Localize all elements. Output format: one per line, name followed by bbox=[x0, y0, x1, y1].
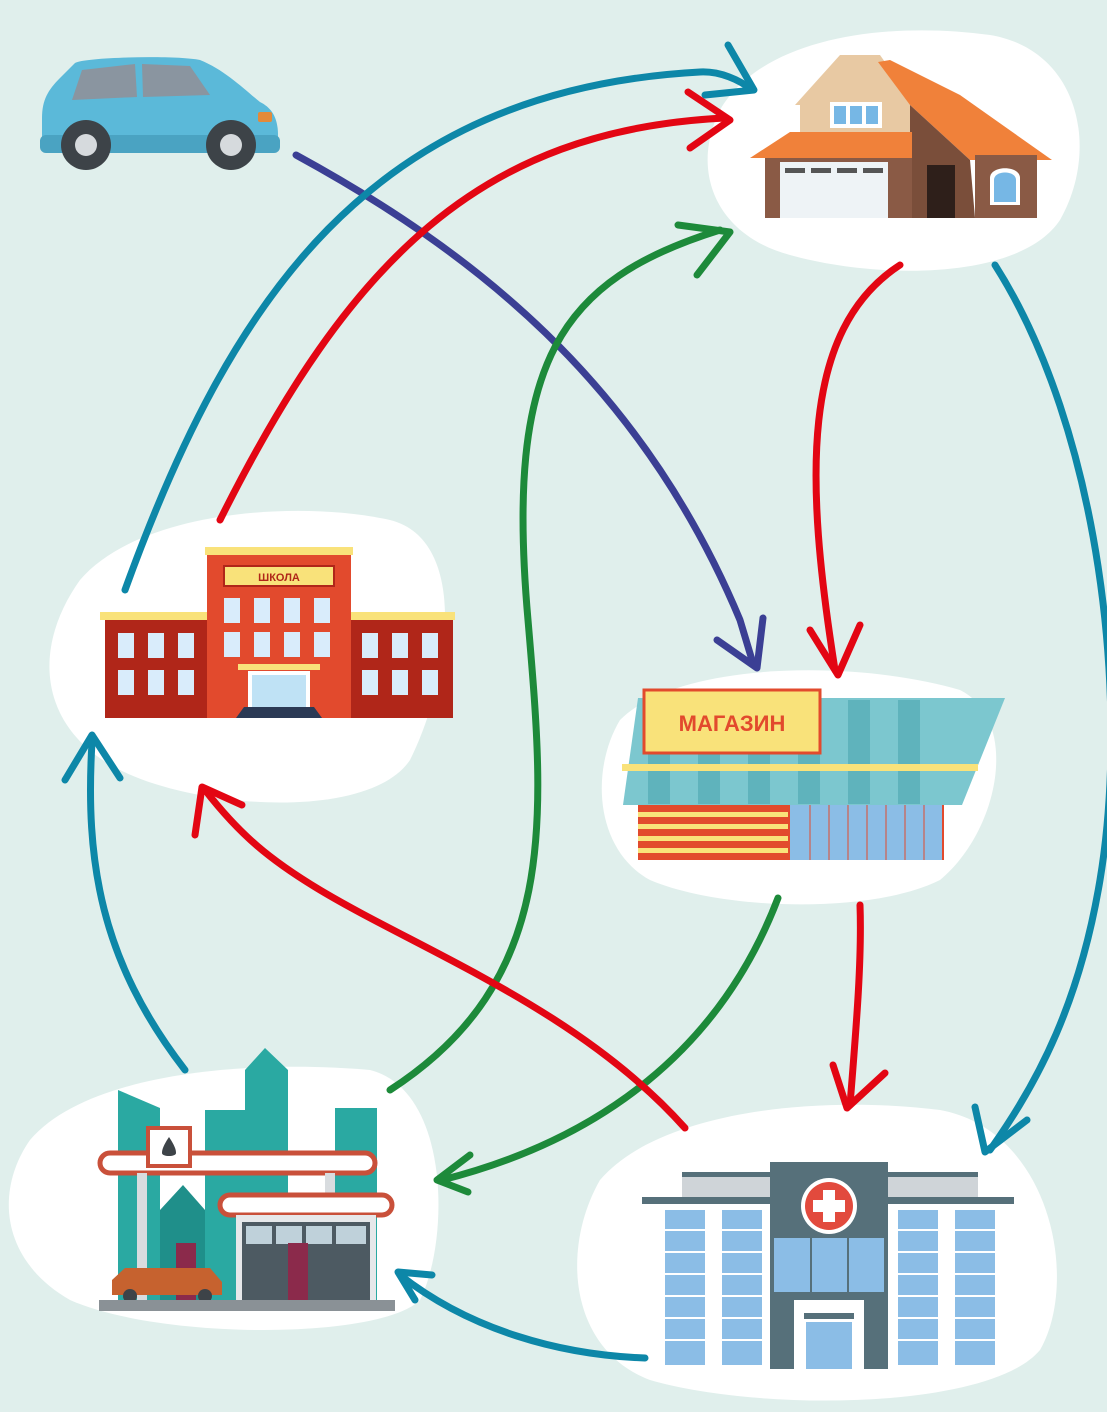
route-house-shop-red bbox=[812, 261, 904, 674]
hospital-building-icon bbox=[642, 1162, 1014, 1369]
arrowhead-shop-red bbox=[806, 621, 864, 679]
route-gas-school-blue bbox=[87, 738, 189, 1074]
arrowhead-gas-blue bbox=[394, 1268, 436, 1304]
house-icon bbox=[750, 55, 1052, 218]
route-house-hospital-blue bbox=[986, 261, 1107, 1154]
route-gas-house-green bbox=[386, 226, 724, 1094]
route-school-house-red bbox=[216, 114, 729, 524]
arrowheads bbox=[61, 41, 1031, 1304]
routes bbox=[87, 68, 1107, 1362]
arrowhead-house-blue bbox=[701, 41, 758, 99]
route-shop-gas-green bbox=[438, 894, 782, 1184]
gas-station-icon bbox=[97, 1048, 395, 1311]
route-hospital-gas-blue bbox=[396, 1271, 649, 1362]
school-sign: ШКОЛА bbox=[258, 572, 300, 584]
arrowhead-house-green bbox=[674, 221, 734, 279]
arrowhead-house-red bbox=[684, 88, 734, 152]
route-shop-hospital-red bbox=[846, 901, 864, 1109]
arrowhead-hospital-red bbox=[829, 1061, 889, 1112]
route-school-house-blue bbox=[121, 68, 756, 594]
route-hospital-school-red bbox=[201, 786, 689, 1132]
car-icon bbox=[40, 57, 280, 170]
arrowhead-hospital-blue bbox=[971, 1103, 1031, 1156]
arrowhead-school-blue bbox=[61, 731, 124, 784]
shop-building-icon: МАГАЗИН bbox=[622, 688, 1005, 860]
school-building-icon: ШКОЛА bbox=[100, 547, 455, 718]
arrowhead-gas-green bbox=[433, 1151, 474, 1196]
arrowhead-shop-indigo bbox=[713, 614, 767, 672]
arrowhead-school-red bbox=[191, 783, 246, 839]
shop-sign: МАГАЗИН bbox=[679, 711, 786, 736]
